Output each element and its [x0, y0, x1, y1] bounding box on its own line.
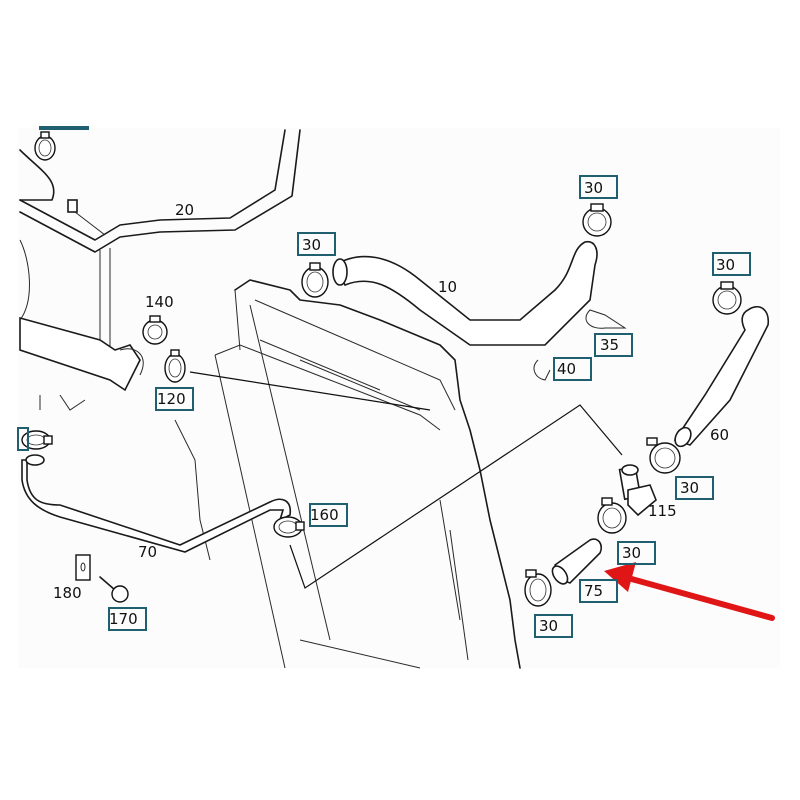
svg-text:40: 40 [557, 360, 576, 378]
label-70: 70 [138, 543, 157, 561]
hose-10-end [332, 258, 348, 286]
svg-text:35: 35 [600, 336, 619, 354]
svg-text:160: 160 [310, 506, 339, 524]
bolt-170-icon [99, 576, 129, 603]
callout-boxes: 30 30 30 35 40 120 160 30 30 75 30 170 [17, 126, 751, 638]
callout-30[interactable]: 30 [579, 175, 618, 199]
clamp-icon [712, 281, 742, 315]
callout-30[interactable]: 30 [675, 476, 714, 500]
clamp-icon [142, 315, 168, 345]
label-60: 60 [710, 426, 729, 444]
connector-115 [618, 464, 657, 517]
callout-170[interactable]: 170 [108, 607, 147, 631]
hose-clamps [21, 131, 742, 607]
hose-10 [333, 241, 598, 346]
svg-text:170: 170 [109, 610, 138, 628]
clamp-icon [301, 262, 329, 298]
svg-text:30: 30 [302, 236, 321, 254]
partial-callout-box [17, 427, 29, 451]
svg-text:30: 30 [680, 479, 699, 497]
diagram-panel [18, 128, 780, 668]
svg-text:30: 30 [622, 544, 641, 562]
nut-180-icon [75, 554, 91, 581]
label-140: 140 [145, 293, 174, 311]
partial-callout-box [39, 126, 89, 130]
clip-35-icon [585, 309, 627, 329]
label-20: 20 [175, 201, 194, 219]
callout-40[interactable]: 40 [553, 357, 592, 381]
callout-30[interactable]: 30 [617, 541, 656, 565]
clamp-icon [646, 437, 681, 474]
clip-40-icon [533, 359, 551, 381]
svg-text:75: 75 [584, 582, 603, 600]
hose-70 [21, 459, 292, 553]
label-10: 10 [438, 278, 457, 296]
clamp-icon [34, 131, 56, 161]
svg-text:120: 120 [157, 390, 186, 408]
callout-75[interactable]: 75 [579, 579, 618, 603]
clamp-icon [524, 569, 552, 607]
clamp-icon [597, 497, 627, 534]
clamp-icon [164, 349, 186, 383]
callout-30[interactable]: 30 [712, 252, 751, 276]
highlight-arrow [604, 562, 775, 621]
clamp-icon [582, 203, 612, 237]
callout-160[interactable]: 160 [309, 503, 348, 527]
svg-text:30: 30 [584, 179, 603, 197]
svg-text:30: 30 [539, 617, 558, 635]
callout-30[interactable]: 30 [297, 232, 336, 256]
label-115: 115 [648, 502, 677, 520]
upper-left-assembly [19, 129, 301, 411]
callout-35[interactable]: 35 [594, 333, 633, 357]
label-180: 180 [53, 584, 82, 602]
svg-text:30: 30 [716, 256, 735, 274]
hose-75 [553, 538, 603, 584]
callout-120[interactable]: 120 [155, 387, 194, 411]
part-labels: 20 10 140 60 115 70 180 [53, 201, 729, 602]
leader-lines [189, 371, 623, 589]
clamp-icon [273, 516, 305, 538]
callout-30[interactable]: 30 [534, 614, 573, 638]
